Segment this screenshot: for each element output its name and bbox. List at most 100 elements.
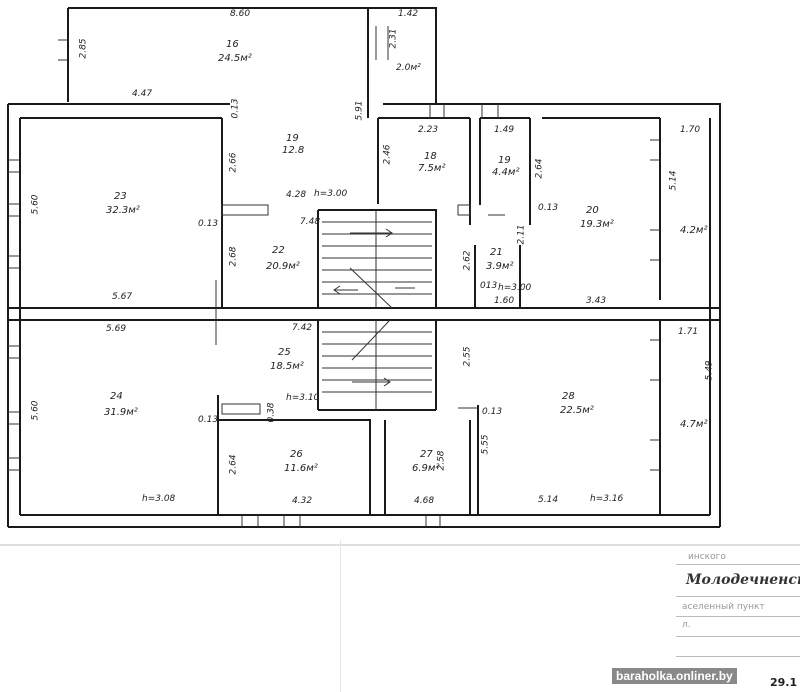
room-number: 24 (110, 391, 123, 402)
dim-label: 2.31 (388, 28, 399, 49)
wall-outer-top (7, 103, 721, 528)
partition-room27 (384, 420, 471, 515)
title-block-rule (676, 564, 800, 565)
room-number: 19 (498, 155, 511, 166)
room-number: 16 (226, 39, 239, 50)
dim-label: 3.43 (586, 296, 607, 306)
room-number: 22 (272, 245, 285, 256)
room-area: 11.6м² (284, 463, 318, 474)
room-area: 31.9м² (104, 407, 138, 418)
title-block-rule (676, 616, 800, 617)
dim-label: 1.42 (398, 9, 419, 19)
column-stub-lower (221, 403, 261, 415)
room-number: 19 (286, 133, 299, 144)
door-swings (215, 214, 505, 409)
dim-label: 1.71 (678, 327, 699, 337)
dim-label: 013 (480, 281, 498, 291)
room-area: 24.5м² (218, 53, 252, 64)
room-area: 4.2м² (680, 225, 708, 236)
dim-label: 1.60 (494, 296, 515, 306)
dim-label: 5.91 (354, 100, 365, 121)
column-stub-upper (221, 204, 269, 216)
room-number: 23 (114, 191, 127, 202)
room-number: 21 (490, 247, 503, 258)
room-area: 20.9м² (266, 261, 300, 272)
title-block-rule (676, 596, 800, 597)
dim-label: 5.55 (480, 434, 491, 455)
partition-room20 (542, 117, 661, 300)
room-area: 6.9м² (412, 463, 440, 474)
room-area: 3.9м² (486, 261, 514, 272)
room-area: 19.3м² (580, 219, 614, 230)
dim-label: 2.64 (534, 158, 545, 179)
room-number: 25 (278, 347, 291, 358)
room-area: 12.8 (282, 145, 305, 156)
dim-label: 0.13 (482, 407, 503, 417)
dim-label: 2.11 (516, 224, 527, 245)
room-area: 18.5м² (270, 361, 304, 372)
title-block-rule (676, 636, 800, 637)
dim-label: 4.47 (132, 89, 153, 99)
dim-label: 8.60 (230, 9, 251, 19)
windows-left (8, 159, 20, 471)
dim-label: 4.68 (414, 496, 435, 506)
dim-label: 5.60 (30, 194, 41, 215)
watermark: baraholka.onliner.by (612, 668, 737, 684)
room-area: 4.4м² (492, 167, 520, 178)
scan-edge-line (340, 540, 341, 692)
ceiling-height: h=3.10 (286, 393, 320, 403)
dim-label: 5.14 (538, 495, 559, 505)
dim-label: 7.42 (292, 323, 313, 333)
title-block-line: л. (682, 620, 691, 630)
title-block: инского Молодечненски аселенный пункт л. (676, 548, 800, 692)
title-block-line: инского (688, 552, 726, 562)
dim-label: 5.14 (668, 170, 679, 191)
room-number: 27 (420, 449, 433, 460)
dim-label: 2.85 (78, 38, 89, 59)
title-block-line: аселенный пункт (682, 602, 765, 612)
dim-label: 2.62 (462, 250, 473, 271)
dim-label: 5.69 (106, 324, 127, 334)
dim-label: 5.60 (30, 400, 41, 421)
dim-label: 1.49 (494, 125, 515, 135)
title-block-title: Молодечненски (686, 572, 800, 588)
dim-label: 7.48 (300, 217, 321, 227)
stair-arrows (333, 228, 415, 387)
wall-inner-left (19, 117, 711, 516)
dim-label: 2.68 (228, 246, 239, 267)
dim-label: 0.13 (198, 219, 219, 229)
dim-label: 1.70 (680, 125, 701, 135)
partition-room19b (479, 117, 531, 225)
dim-label: 2.64 (228, 454, 239, 475)
ceiling-height: h=3.00 (314, 189, 348, 199)
room-number: 28 (562, 391, 575, 402)
windows-right (650, 139, 660, 471)
title-block-rule (676, 656, 800, 657)
dim-label: 2.46 (382, 144, 393, 165)
windows-top (58, 26, 499, 118)
room-number: 18 (424, 151, 437, 162)
room-area: 7.5м² (418, 163, 446, 174)
dim-label: 2.55 (462, 346, 473, 367)
dim-label: 0.13 (538, 203, 559, 213)
stair-treads-lower (322, 320, 432, 410)
dim-label: 0.13 (230, 98, 241, 119)
room-area: 2.0м² (396, 63, 421, 73)
ceiling-height: h=3.16 (590, 494, 624, 504)
dim-label: 5.67 (112, 292, 133, 302)
wall-top-small (368, 7, 437, 105)
dim-label: 0.13 (198, 415, 219, 425)
stairwell (317, 209, 437, 411)
dim-label: 2.66 (228, 152, 239, 173)
dim-label: 4.32 (292, 496, 313, 506)
column-stub-small (457, 204, 471, 216)
stair-diagonals (349, 267, 393, 361)
room-area: 32.3м² (106, 205, 140, 216)
ceiling-height: h=3.08 (142, 494, 176, 504)
room-number: 20 (586, 205, 599, 216)
dim-label: 0.38 (266, 402, 277, 423)
windows-bottom (241, 515, 441, 527)
partition-room24 (217, 395, 371, 515)
partition-room28 (477, 320, 661, 515)
